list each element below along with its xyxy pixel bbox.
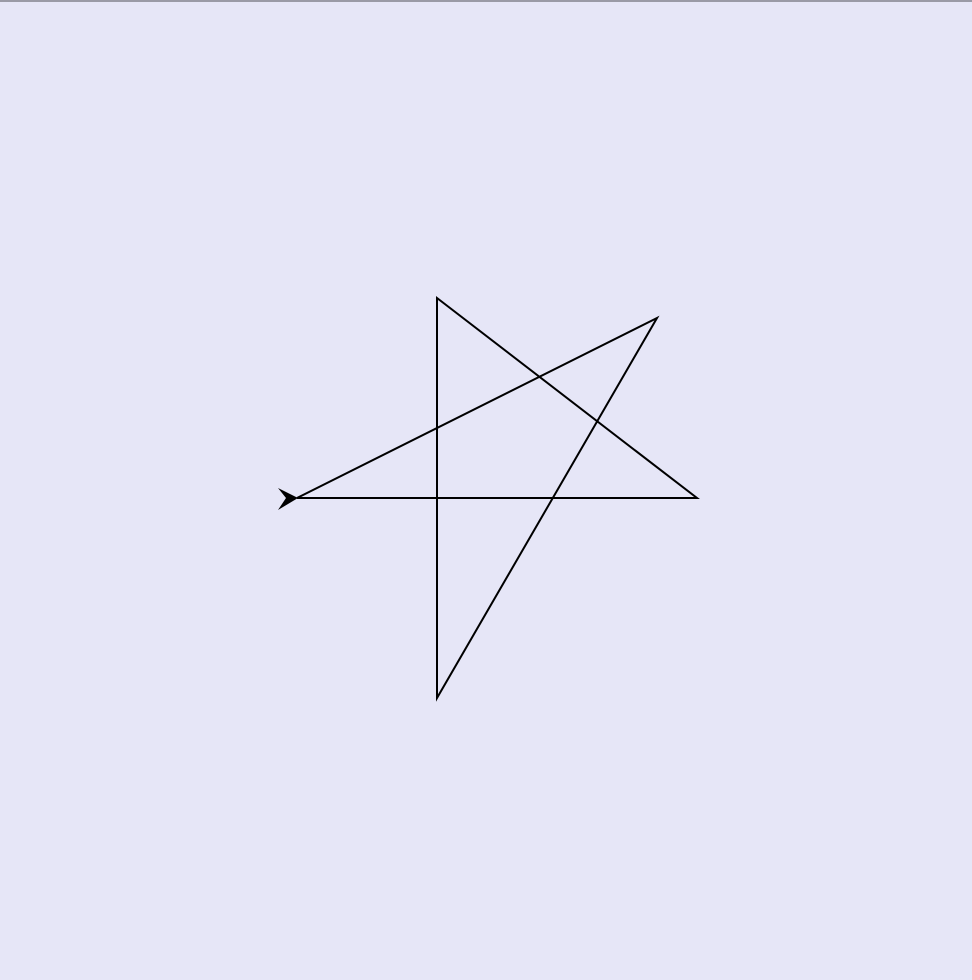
canvas-top-border: [0, 0, 972, 2]
turtle-arrow-icon: [278, 488, 298, 510]
star-path: [296, 295, 700, 702]
